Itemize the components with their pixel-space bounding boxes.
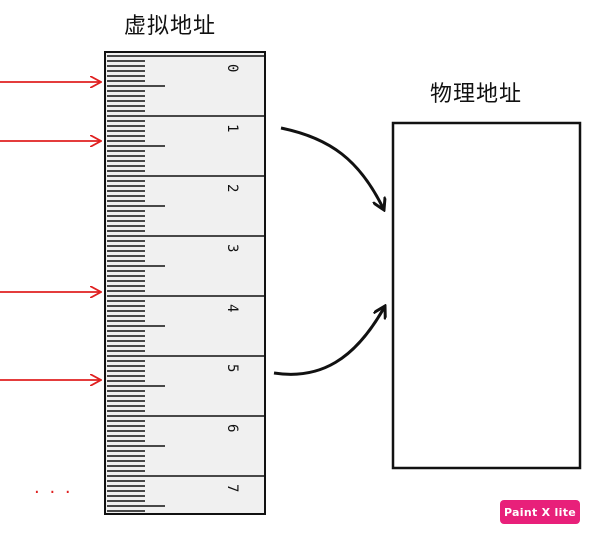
virtual-address-ruler	[104, 51, 266, 515]
ruler-label: 7	[224, 484, 240, 492]
ruler-label: 2	[224, 184, 240, 192]
ruler-label: 4	[224, 304, 240, 312]
physical-address-box	[391, 121, 582, 470]
ruler-labels: 0 1 2 3 4 5 6 7	[224, 64, 240, 492]
virtual-address-title: 虚拟地址	[124, 14, 217, 39]
physical-address-title: 物理地址	[430, 82, 523, 107]
ellipsis-marker: · · ·	[34, 482, 73, 503]
ruler-label: 3	[224, 244, 240, 252]
ruler-label: 1	[224, 124, 240, 132]
ruler-ticks	[107, 55, 265, 512]
ruler-label: 5	[224, 364, 240, 372]
mapping-arrow-top	[280, 126, 384, 210]
ruler-label: 0	[224, 64, 240, 72]
mapping-arrow-bottom	[273, 306, 385, 376]
ruler-label: 6	[224, 424, 240, 432]
paint-x-lite-watermark: Paint X lite	[500, 500, 580, 524]
